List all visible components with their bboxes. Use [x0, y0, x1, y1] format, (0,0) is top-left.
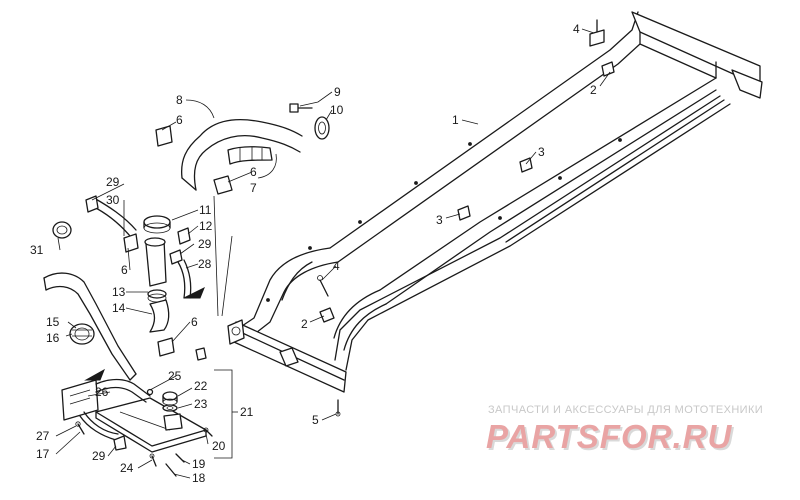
callout-7: 7 — [250, 181, 257, 195]
callout-29-top: 29 — [106, 175, 120, 189]
callout-6-upper: 6 — [176, 113, 183, 127]
heat-exchanger-assembly — [227, 11, 763, 393]
callout-6-bottom: 6 — [191, 315, 198, 329]
filler-neck — [144, 237, 167, 287]
screw-27 — [75, 421, 85, 435]
clamp-29-top — [85, 195, 99, 213]
callout-18: 18 — [192, 471, 206, 485]
callout-27: 27 — [36, 429, 50, 443]
hose-clamp-6-lower — [213, 175, 233, 195]
clamp-13 — [147, 289, 167, 303]
callout-26: 26 — [95, 385, 109, 399]
callout-19: 19 — [192, 457, 206, 471]
clamp-12 — [177, 227, 191, 245]
callout-4-upper: 4 — [573, 22, 580, 36]
short-hose-14 — [149, 299, 170, 333]
callout-29-bottom: 29 — [92, 449, 106, 463]
clip-2-lower — [319, 307, 335, 323]
heat-shield-26 — [61, 379, 99, 421]
callout-28: 28 — [198, 257, 212, 271]
clip-3-lower — [457, 205, 471, 221]
callouts: 1 2 2 3 3 4 4 5 6 6 6 6 7 8 9 10 11 12 1… — [30, 22, 597, 485]
callout-1: 1 — [452, 113, 459, 127]
bolt-9 — [289, 103, 313, 113]
callout-13: 13 — [112, 285, 126, 299]
fitting-reservoir — [163, 413, 183, 431]
callout-10: 10 — [330, 103, 344, 117]
callout-3-lower: 3 — [436, 213, 443, 227]
callout-29-mid: 29 — [198, 237, 212, 251]
clip-2-upper — [601, 61, 615, 77]
lower-coolant-hose-15 — [43, 272, 137, 381]
callout-14: 14 — [112, 301, 126, 315]
leader-lines — [55, 28, 611, 479]
radiator-cap-11 — [143, 215, 171, 234]
arrow-icon-right — [183, 286, 205, 299]
callout-24: 24 — [120, 461, 134, 475]
watermark-logo: PARTSFOR.RU — [486, 418, 733, 455]
callout-23: 23 — [194, 397, 208, 411]
spring-clamp-16 — [69, 323, 95, 345]
callout-22: 22 — [194, 379, 208, 393]
screw-25 — [146, 388, 154, 396]
reservoir-bracket — [95, 397, 207, 453]
callout-6-tank: 6 — [121, 263, 128, 277]
clip-3-upper — [519, 157, 533, 173]
clamp-31 — [52, 221, 72, 239]
screw-5 — [335, 399, 341, 417]
callout-4-lower: 4 — [333, 259, 340, 273]
callout-2-upper: 2 — [590, 83, 597, 97]
upper-coolant-hose — [180, 119, 303, 191]
watermark-tagline: ЗАПЧАСТИ И АКСЕССУАРЫ ДЛЯ МОТОТЕХНИКИ — [488, 404, 764, 416]
callout-2-lower: 2 — [301, 317, 308, 331]
callout-5: 5 — [312, 413, 319, 427]
screw-4-lower — [317, 275, 329, 297]
callout-30: 30 — [106, 193, 120, 207]
callout-12: 12 — [199, 219, 213, 233]
drain-hose — [79, 411, 119, 441]
callout-6-hose: 6 — [250, 165, 257, 179]
screw-4-upper — [589, 19, 605, 47]
callout-11: 11 — [199, 203, 212, 217]
callout-16: 16 — [46, 331, 60, 345]
callout-15: 15 — [46, 315, 60, 329]
overflow-hose-28 — [177, 259, 192, 299]
callout-8: 8 — [176, 93, 183, 107]
arrow-icon-left — [84, 368, 105, 381]
screw-24 — [149, 453, 157, 467]
callout-25: 25 — [168, 369, 182, 383]
reservoir-hose — [95, 378, 151, 403]
clamp-6-bottom — [157, 337, 175, 357]
callout-21: 21 — [240, 405, 254, 419]
hose-clamp-6-upper — [155, 125, 173, 147]
group-bracket-21 — [214, 369, 238, 459]
callout-20: 20 — [212, 439, 226, 453]
washer-23 — [162, 404, 178, 412]
cap-22 — [162, 391, 178, 406]
clamp-10 — [314, 116, 330, 140]
hose-clip-small — [195, 347, 207, 361]
callout-9: 9 — [334, 85, 341, 99]
callout-17: 17 — [36, 447, 50, 461]
callout-31: 31 — [30, 243, 44, 257]
clamp-6-tank — [123, 233, 139, 253]
callout-3-upper: 3 — [538, 145, 545, 159]
clamp-29-mid — [169, 249, 183, 265]
clamp-29-bottom — [113, 435, 127, 451]
screw-20 — [203, 427, 213, 437]
